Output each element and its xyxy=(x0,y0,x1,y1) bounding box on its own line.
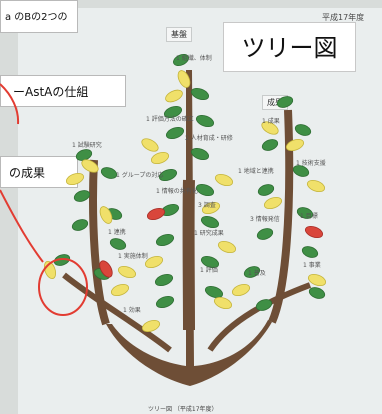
tree-text-19: 1 事業 xyxy=(303,262,321,269)
tree-text-4: 1 試験研究 xyxy=(72,142,102,149)
overlay-label-1: a のBの2つの xyxy=(0,0,78,33)
tree-text-14: 1 地域と連携 xyxy=(238,168,274,175)
tree-text-8: 1 実施体制 xyxy=(118,253,148,260)
header-small: 平成17年度 xyxy=(322,13,365,22)
tree-text-1: 1 組織、体制 xyxy=(176,55,212,62)
page-title: ツリー図 xyxy=(223,22,356,72)
tree-text-7: 1 連携 xyxy=(108,229,126,236)
tree-text-5: 1 グループの対応 xyxy=(116,172,164,179)
tree-text-10: 1 研究成果 xyxy=(194,230,224,237)
tree-text-17: 1 目標 xyxy=(300,213,318,220)
overlay-label-2: ーAstAの仕組 xyxy=(0,75,126,107)
tree-text-11: 1 評価 xyxy=(200,267,218,274)
tree-text-3: 2 人材育成・研修 xyxy=(185,135,233,142)
tag-top: 基盤 xyxy=(166,27,192,42)
tree-text-18: 1 普及 xyxy=(248,270,266,277)
tree-text-9: 3 調査 xyxy=(198,202,216,209)
tree-text-6: 1 情報の共有化 xyxy=(156,188,198,195)
tree-text-13: 1 成果 xyxy=(262,118,280,125)
tree-text-12: 1 効果 xyxy=(123,307,141,314)
tree-text-16: 3 情報発信 xyxy=(250,216,280,223)
footer-caption: ツリー図 （平成17年度） xyxy=(148,406,218,413)
tree-text-15: 1 技術支援 xyxy=(296,160,326,167)
tree-text-2: 1 評価方法の確立 xyxy=(146,116,194,123)
overlay-label-3: の成果 xyxy=(0,156,78,188)
